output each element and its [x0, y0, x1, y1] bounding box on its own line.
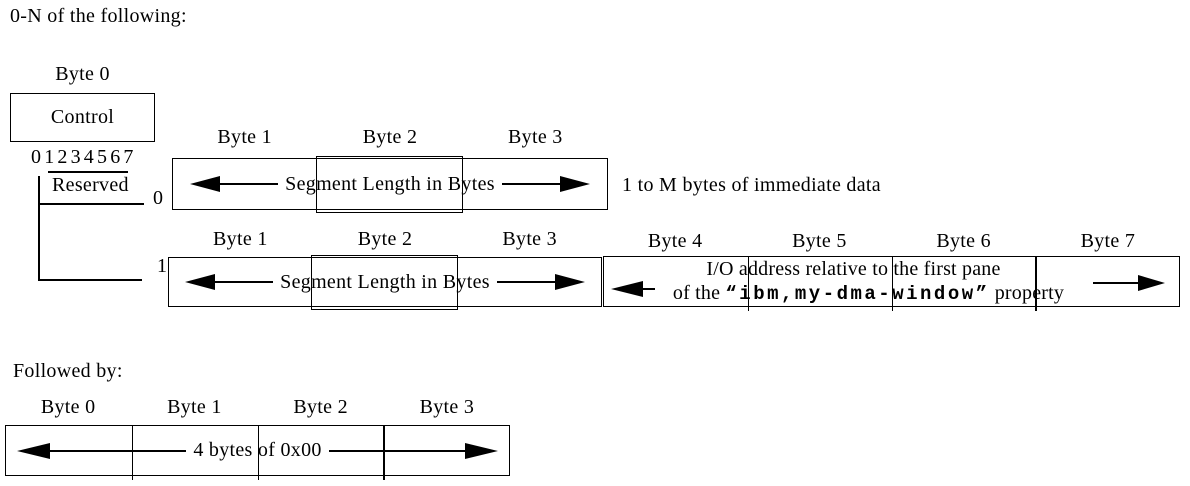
- arrow-shaft: [643, 288, 655, 290]
- arrow-shaft: [1093, 282, 1138, 284]
- arrow-left-icon: [185, 274, 215, 290]
- arrow-shaft: [50, 449, 187, 452]
- row1-byte6-header: Byte 6: [936, 230, 991, 252]
- control-box-label: Control: [50, 106, 115, 128]
- io-address-line2: of the “ibm,my-dma-window” property: [604, 283, 1179, 304]
- terminator-byte0-header: Byte 0: [40, 396, 96, 418]
- row1-right-byte-headers: Byte 4 Byte 5 Byte 6 Byte 7: [603, 231, 1180, 251]
- terminator-arrow: 4 bytes of 0x00: [6, 426, 509, 475]
- arrow-shaft: [501, 183, 560, 185]
- io-line2-suffix: property: [989, 282, 1065, 304]
- row1-io-right-arrow: [1093, 275, 1165, 291]
- row1-byte7-header: Byte 7: [1080, 230, 1136, 252]
- terminator-box: 4 bytes of 0x00: [5, 425, 510, 480]
- cell-separator: [1035, 257, 1037, 311]
- followed-by-text: Followed by:: [13, 360, 123, 382]
- bit0-value-0-label: 0: [153, 187, 164, 209]
- row0-byte-headers: Byte 1 Byte 2 Byte 3: [172, 127, 608, 147]
- row0-byte3-header: Byte 3: [508, 126, 563, 148]
- bit0-value-1-label: 1: [157, 255, 168, 277]
- row1-segment-arrow: Segment Length in Bytes: [169, 258, 601, 306]
- row0-segment-arrow: Segment Length in Bytes: [173, 159, 607, 209]
- control-bit-numbers: 01234567: [31, 146, 137, 168]
- row1-byte2-header: Byte 2: [357, 228, 413, 250]
- row1-byte5-header: Byte 5: [792, 230, 847, 252]
- dma-window-property-code: “ibm,my-dma-window”: [725, 283, 990, 305]
- row1-io-left-arrow: [611, 281, 655, 297]
- arrow-shaft: [215, 281, 274, 283]
- bit0-vertical-line: [38, 176, 40, 281]
- terminator-byte-headers: Byte 0 Byte 1 Byte 2 Byte 3: [5, 397, 510, 417]
- terminator-byte3-header: Byte 3: [419, 396, 475, 418]
- io-address-line1: I/O address relative to the first pane: [706, 258, 1001, 280]
- row1-byte1-header: Byte 1: [213, 228, 268, 250]
- row0-byte2-cell-outline: [316, 156, 463, 213]
- row0-immediate-note: 1 to M bytes of immediate data: [622, 174, 881, 196]
- bit0-branch1-line: [38, 279, 142, 281]
- control-box: Control: [10, 93, 155, 142]
- cell-separator: [383, 426, 385, 480]
- cell-separator: [891, 257, 893, 311]
- reserved-label: Reserved: [52, 174, 129, 196]
- arrow-shaft: [328, 449, 466, 452]
- row1-right-box: I/O address relative to the first pane o…: [603, 256, 1180, 311]
- arrow-right-icon: [1138, 275, 1165, 291]
- terminator-byte2-header: Byte 2: [293, 396, 348, 418]
- bit0-branch0-line: [38, 203, 144, 205]
- row1-left-byte-headers: Byte 1 Byte 2 Byte 3: [168, 229, 602, 249]
- reserved-overline: [48, 171, 128, 173]
- arrow-left-icon: [17, 442, 50, 459]
- arrow-right-icon: [465, 442, 499, 459]
- arrow-right-icon: [555, 274, 585, 290]
- cell-separator: [747, 257, 750, 311]
- arrow-left-icon: [190, 176, 220, 192]
- cell-separator: [257, 426, 259, 480]
- terminator-label: 4 bytes of 0x00: [193, 439, 322, 461]
- arrow-shaft: [220, 183, 279, 185]
- arrow-right-icon: [560, 176, 590, 192]
- row0-segment-label: Segment Length in Bytes: [285, 172, 495, 195]
- cell-separator: [131, 426, 134, 480]
- row1-left-box: Segment Length in Bytes: [168, 255, 602, 310]
- terminator-byte1-header: Byte 1: [167, 396, 222, 418]
- arrow-left-icon: [611, 281, 643, 297]
- row0-box: Segment Length in Bytes: [172, 156, 608, 213]
- io-line2-prefix: of the: [672, 282, 726, 304]
- row0-byte2-header: Byte 2: [362, 126, 418, 148]
- arrow-shaft: [496, 281, 555, 283]
- row1-byte2-cell-outline: [311, 255, 458, 310]
- intro-text: 0-N of the following:: [10, 5, 187, 27]
- row0-byte1-header: Byte 1: [217, 126, 272, 148]
- row1-byte4-header: Byte 4: [647, 230, 703, 252]
- row1-byte3-header: Byte 3: [502, 228, 557, 250]
- control-byte-header: Byte 0: [55, 63, 110, 85]
- row1-segment-label: Segment Length in Bytes: [280, 270, 490, 293]
